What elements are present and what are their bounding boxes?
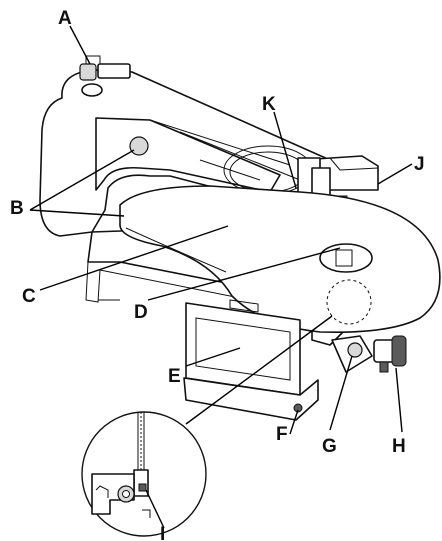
label-D: D <box>134 302 148 323</box>
leader-line-B-upper <box>29 149 135 211</box>
leader-line-detail <box>185 315 333 425</box>
label-C: C <box>22 286 36 307</box>
label-H: H <box>392 436 406 457</box>
label-A: A <box>58 8 72 29</box>
leader-line-I <box>145 489 165 529</box>
label-E: E <box>168 366 181 387</box>
leader-lines <box>29 25 413 529</box>
label-J: J <box>414 154 425 175</box>
leader-line-A <box>69 25 91 65</box>
bevel-lock-knob <box>331 335 407 373</box>
leader-line-E <box>185 347 241 367</box>
arm-opening <box>95 117 281 193</box>
leader-line-D <box>147 247 341 301</box>
tension-knob <box>79 55 131 97</box>
leader-line-C <box>39 225 229 291</box>
base-front <box>183 377 319 421</box>
label-I: I <box>160 524 165 541</box>
leader-line-G <box>329 355 353 431</box>
label-K: K <box>262 94 276 115</box>
leader-line-K <box>273 111 297 189</box>
label-B: B <box>10 198 24 219</box>
label-G: G <box>322 436 337 457</box>
callout-labels: A B C D E F G H I J K <box>10 8 425 541</box>
leader-line-J <box>377 163 413 185</box>
upper-screw-hole <box>129 136 149 156</box>
label-F: F <box>276 424 288 445</box>
detail-marker-circle <box>326 279 372 325</box>
leader-line-H <box>395 367 403 433</box>
blade-clamp-detail <box>81 411 207 537</box>
scroll-saw-illustration <box>39 55 441 421</box>
leader-line-B-lower <box>29 209 125 217</box>
table-insert <box>319 243 373 273</box>
leader-line-F <box>289 409 299 435</box>
saw-table <box>119 185 441 334</box>
